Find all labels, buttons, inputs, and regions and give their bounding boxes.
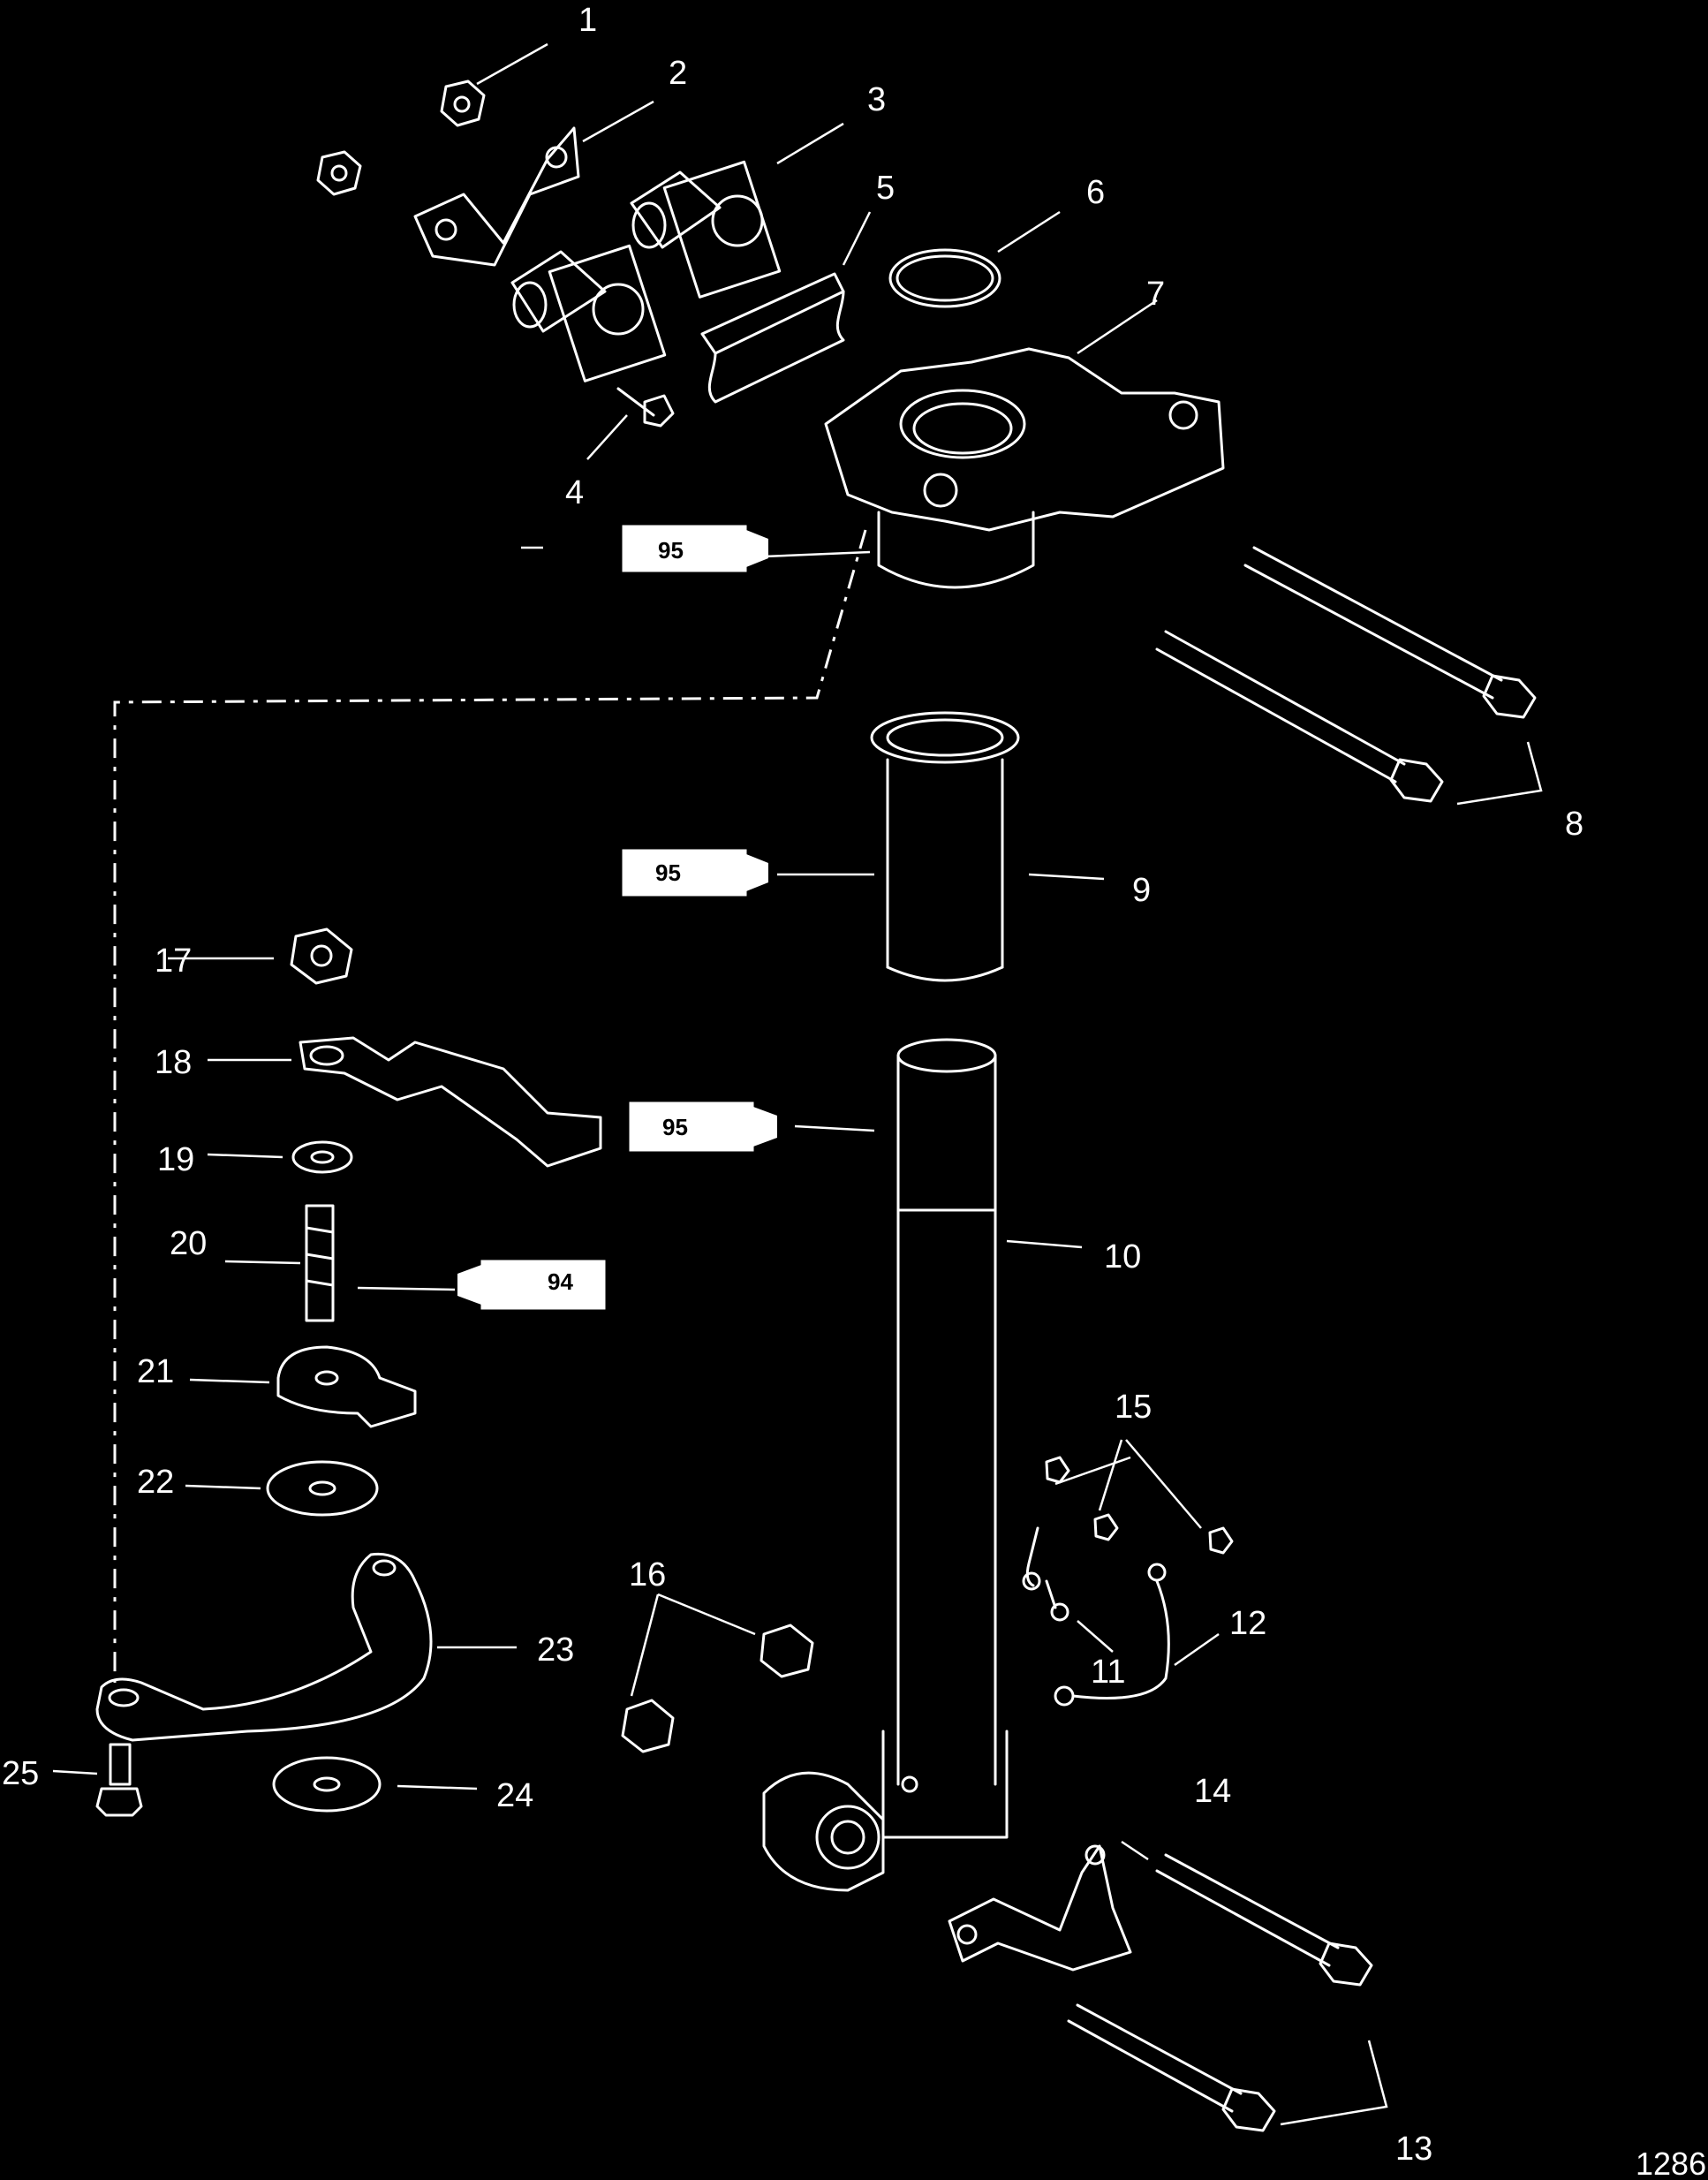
part-2-strap xyxy=(413,126,580,267)
part-8-bolt-upper xyxy=(1243,546,1537,719)
lubricant-code: 95 xyxy=(655,859,681,886)
lubricant-tube-2: 95 xyxy=(622,849,768,897)
lubricant-code: 95 xyxy=(662,1114,688,1140)
part-21-lock-plate xyxy=(276,1345,417,1428)
alignment-dash-line xyxy=(113,529,867,1683)
callout-13: 13 xyxy=(1395,2131,1432,2168)
callout-20: 20 xyxy=(170,1225,207,1262)
callout-25: 25 xyxy=(2,1755,39,1792)
part-16-nut-lower xyxy=(621,1699,675,1753)
callout-1: 1 xyxy=(578,2,597,39)
part-3-pivot-block-lower xyxy=(510,244,667,382)
callout-22: 22 xyxy=(137,1464,174,1501)
part-12-ground-strap xyxy=(1054,1563,1170,1707)
lubricant-code: 94 xyxy=(548,1268,573,1295)
part-4-screw xyxy=(616,387,675,428)
figure-id: 1286 xyxy=(1636,2146,1706,2180)
callout-21: 21 xyxy=(137,1353,174,1390)
part-3-pivot-block-upper xyxy=(630,160,782,299)
part-18-steering-arm xyxy=(299,1036,602,1168)
lubricant-tube-1: 95 xyxy=(622,525,768,572)
callout-16: 16 xyxy=(629,1556,666,1593)
part-1-nut xyxy=(440,79,486,127)
part-6-o-ring xyxy=(888,248,1001,308)
part-9-bushing-tube xyxy=(870,711,1020,982)
callout-10: 10 xyxy=(1104,1238,1141,1275)
part-20-stud xyxy=(305,1204,335,1322)
callout-labels: 1 2 3 4 5 6 7 8 9 10 11 12 13 14 15 16 1… xyxy=(2,2,1583,2168)
part-8-bolt-lower xyxy=(1155,630,1444,803)
callout-23: 23 xyxy=(537,1631,574,1669)
callout-18: 18 xyxy=(155,1044,192,1081)
callout-5: 5 xyxy=(876,170,895,207)
part-25-bolt xyxy=(95,1743,143,1817)
part-10-steering-tube xyxy=(881,1038,1009,1839)
callout-24: 24 xyxy=(496,1777,533,1814)
callout-11: 11 xyxy=(1091,1654,1125,1691)
part-13-bolt-lower xyxy=(1067,2003,1276,2132)
part-pivot-housing xyxy=(762,1771,885,1892)
callout-19: 19 xyxy=(157,1141,194,1178)
part-16-nut-upper xyxy=(760,1624,814,1678)
part-5-bushing-half xyxy=(700,272,845,404)
part-13-bolt-upper xyxy=(1155,1853,1373,1987)
callout-2: 2 xyxy=(669,55,687,92)
part-14-clamp-bracket xyxy=(948,1844,1132,1972)
part-17-nut xyxy=(290,927,353,985)
part-15-screws xyxy=(1045,1456,1234,1555)
part-11-terminals xyxy=(1022,1526,1069,1622)
callout-3: 3 xyxy=(867,81,886,118)
lubricant-tube-3: 95 xyxy=(629,1101,777,1152)
part-7-swivel-bracket xyxy=(824,347,1225,589)
callout-9: 9 xyxy=(1132,872,1151,909)
part-23-curved-bracket xyxy=(95,1552,433,1742)
callout-7: 7 xyxy=(1146,276,1165,313)
lubricant-code: 95 xyxy=(658,537,684,564)
callout-12: 12 xyxy=(1229,1605,1266,1642)
callout-4: 4 xyxy=(565,474,584,511)
part-19-washer xyxy=(291,1140,353,1174)
callout-15: 15 xyxy=(1115,1389,1152,1426)
callout-8: 8 xyxy=(1565,806,1583,843)
part-nut-loose xyxy=(316,150,362,196)
lubricant-tube-4: 94 xyxy=(457,1260,606,1310)
callout-17: 17 xyxy=(155,942,192,980)
callout-14: 14 xyxy=(1194,1773,1231,1810)
leader-lines xyxy=(52,42,1543,2126)
part-22-friction-pad xyxy=(266,1460,379,1517)
part-24-friction-pad xyxy=(272,1756,382,1813)
callout-6: 6 xyxy=(1086,174,1105,211)
